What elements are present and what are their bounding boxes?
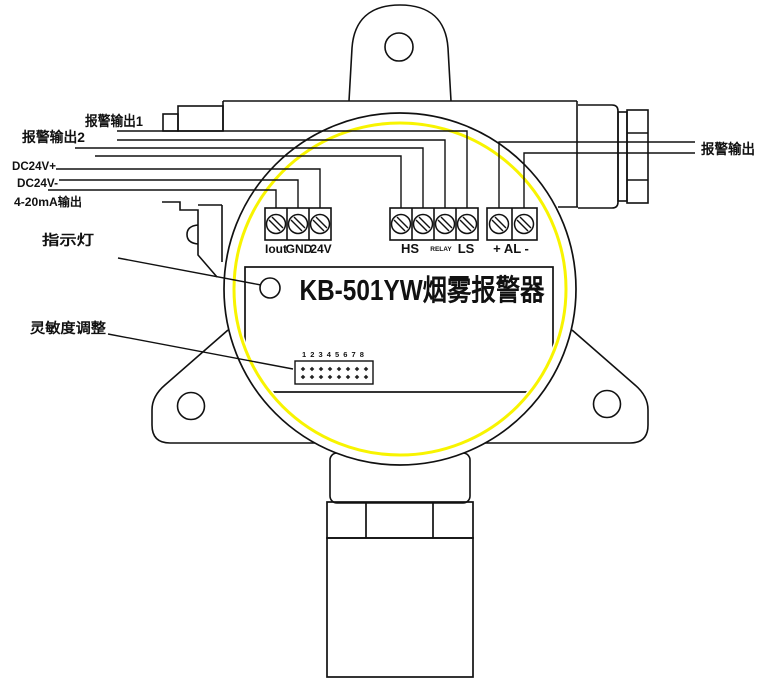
label-alarm-output-1: 报警输出1 bbox=[85, 113, 143, 129]
left-cable-gland bbox=[162, 105, 224, 132]
wire-alarm1-a bbox=[117, 130, 468, 208]
sensor-housing bbox=[326, 501, 474, 678]
left-wing-hole bbox=[176, 391, 206, 421]
wire-alarm-right-a bbox=[498, 141, 695, 208]
terminal-label-gnd: GND bbox=[286, 242, 313, 256]
terminal-label-24v: 24V bbox=[310, 242, 331, 256]
label-dc24v-plus: DC24V+ bbox=[12, 159, 56, 173]
terminal-label-hs: HS bbox=[401, 241, 419, 256]
sensitivity-dip-switch: 1 2 3 4 5 6 7 8 bbox=[294, 350, 374, 385]
terminal-label-relay: RELAY bbox=[430, 246, 452, 253]
terminal-label-iout: Iout bbox=[265, 242, 287, 256]
device-model-label: KB-501YW烟雾报警器 bbox=[300, 274, 546, 307]
leader-indicator bbox=[117, 257, 262, 286]
left-rear-bracket bbox=[162, 201, 223, 278]
sensor-body bbox=[326, 537, 474, 678]
label-current-output: 4-20mA输出 bbox=[14, 194, 82, 209]
leader-sensitivity bbox=[107, 333, 294, 370]
terminal-label-ls: LS bbox=[458, 241, 475, 256]
wire-current-out bbox=[48, 189, 277, 208]
cover-seal-ring bbox=[232, 121, 568, 457]
wire-dc24v-minus bbox=[59, 179, 299, 208]
right-wing-hole bbox=[592, 389, 622, 419]
wire-alarm2-b bbox=[95, 155, 402, 208]
indicator-led bbox=[259, 277, 281, 299]
label-indicator-light: 指示灯 bbox=[42, 232, 94, 248]
wire-alarm2-a bbox=[75, 147, 424, 208]
wire-alarm-right-b bbox=[523, 152, 695, 208]
label-sensitivity-adjust: 灵敏度调整 bbox=[30, 320, 107, 336]
inner-panel bbox=[244, 266, 554, 393]
terminal-label-alarm: + AL - bbox=[493, 241, 529, 256]
label-alarm-output-right: 报警输出 bbox=[701, 141, 755, 157]
label-alarm-output-2: 报警输出2 bbox=[22, 129, 85, 145]
right-cable-gland bbox=[578, 104, 649, 209]
top-mounting-hole bbox=[384, 32, 414, 62]
top-mounting-lug bbox=[348, 4, 452, 102]
wire-alarm1-b bbox=[117, 139, 446, 208]
right-mounting-wing bbox=[475, 329, 649, 444]
wiring bbox=[48, 130, 695, 370]
left-mounting-wing bbox=[151, 329, 325, 444]
enclosure-rear-parts bbox=[151, 4, 649, 504]
sensor-collar bbox=[326, 501, 474, 539]
wire-dc24v-plus bbox=[56, 168, 321, 208]
label-dc24v-minus: DC24V- bbox=[17, 176, 58, 190]
dip-switch-numbers: 1 2 3 4 5 6 7 8 bbox=[302, 350, 365, 359]
